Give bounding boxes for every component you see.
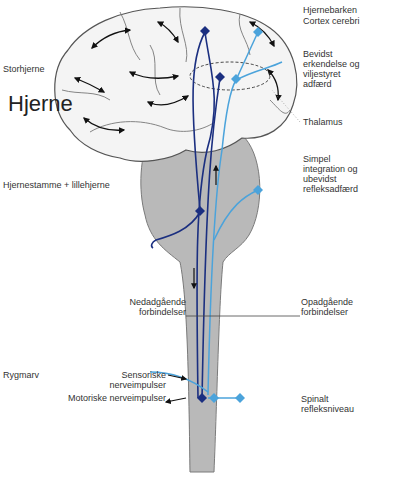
region-name: Storhjerne	[3, 64, 83, 74]
brain-folds	[62, 8, 290, 132]
neuron-diamond	[200, 26, 210, 36]
neuron-diamond	[231, 74, 241, 84]
function-note: Spinalt refleksniveau	[301, 394, 371, 414]
fold-line	[150, 45, 160, 95]
thalamus-region	[190, 62, 270, 90]
up-arrow	[215, 166, 216, 185]
fold-line	[270, 100, 290, 113]
ascending-pathways	[150, 32, 282, 398]
neuron-diamond	[253, 27, 263, 37]
motor-arrow	[166, 398, 186, 402]
region-name: Rygmarv	[3, 370, 83, 380]
function-note: Bevidst erkendelse og viljestyret adfærd	[303, 49, 369, 89]
impulse-label: Motoriske nerveimpulser	[66, 393, 166, 403]
down-arrow	[193, 268, 194, 288]
fold-line	[90, 122, 215, 132]
neuron-diamond	[209, 393, 219, 403]
double-arrow	[84, 118, 124, 130]
ascending-tract	[236, 62, 282, 80]
double-arrow	[130, 72, 178, 78]
association-arrows	[75, 22, 278, 130]
ascending-tract	[236, 32, 258, 80]
neuron-diamond	[195, 206, 205, 216]
fold-line	[180, 8, 187, 62]
sensory-arrow	[168, 375, 186, 379]
main-heading: Hjerne	[8, 92, 108, 116]
double-arrow	[158, 22, 178, 42]
fold-line	[239, 14, 250, 55]
pathway-label: Opadgående forbindelser	[301, 297, 375, 317]
neuron-diamond	[215, 72, 225, 82]
divider-line	[186, 316, 300, 317]
neuron-diamond	[253, 185, 263, 195]
neuron-diamond	[235, 393, 245, 403]
function-note: Simpel integration og ubevidst refleksad…	[303, 154, 373, 194]
double-arrow	[92, 30, 130, 48]
impulse-label: Sensoriske nerveimpulser	[66, 370, 166, 390]
region-name: Hjernestamme + lillehjerne	[3, 180, 143, 190]
brainstem-efferent	[152, 212, 200, 248]
neuron-cells	[195, 26, 263, 403]
flow-arrows	[166, 166, 216, 402]
descending-tract	[193, 32, 205, 210]
structure-name: Hjernebarken	[303, 5, 403, 15]
pathway-label: Nedadgående forbindelser	[112, 297, 186, 317]
double-arrow	[75, 78, 104, 92]
double-arrow	[148, 96, 188, 105]
thalamus-leader	[272, 90, 300, 122]
structure-name: Thalamus	[303, 117, 383, 127]
fold-line	[120, 12, 140, 60]
cerebrum-outline	[55, 7, 297, 161]
ascending-tract	[208, 80, 236, 395]
neuron-diamond	[197, 393, 207, 403]
structure-name: Cortex cerebri	[303, 16, 403, 26]
descending-tract	[202, 78, 220, 400]
ascending-tract	[214, 190, 258, 240]
